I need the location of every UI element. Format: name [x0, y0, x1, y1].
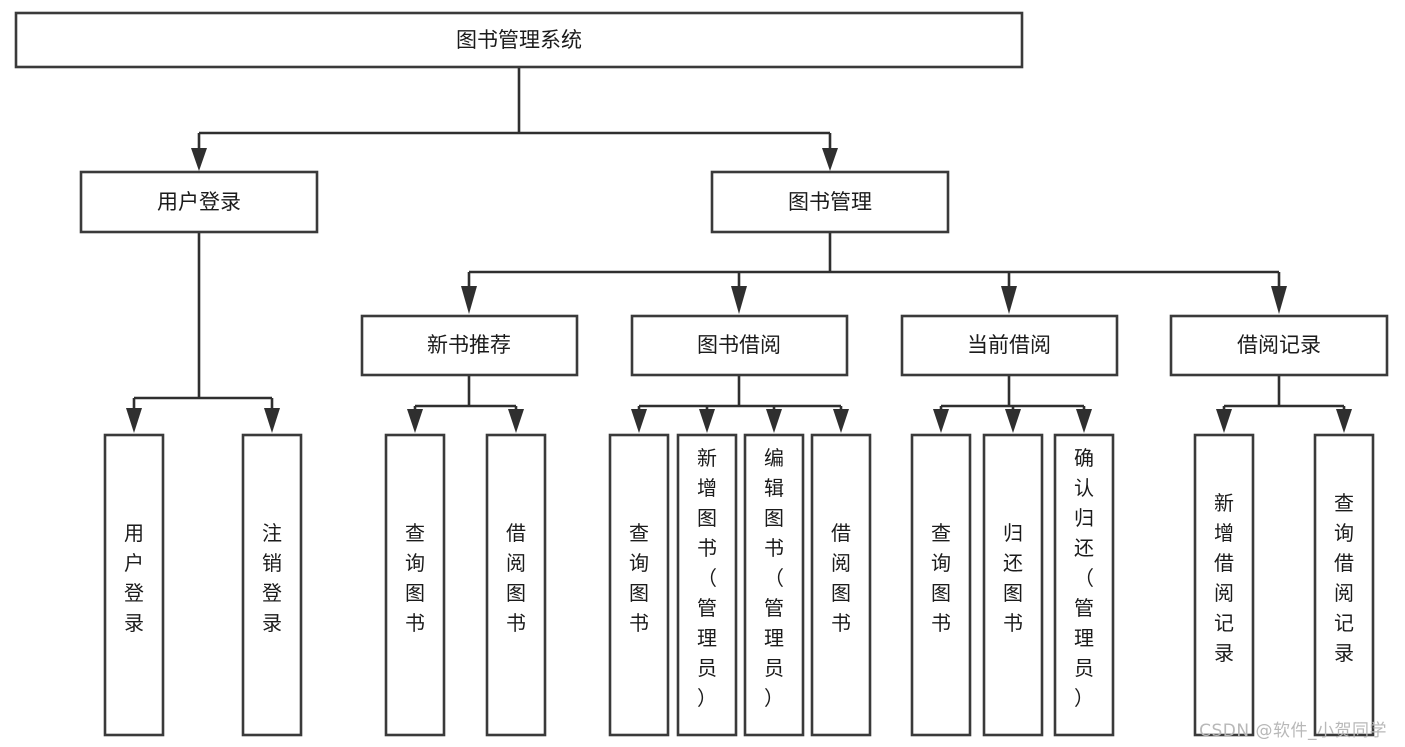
node-book-manage-label: 图书管理	[788, 190, 872, 214]
node-borrow-record-box[interactable]	[1169, 314, 1389, 377]
arrow-head-borrow-record	[1271, 286, 1287, 314]
arrow-head-leaf-query-book-2	[631, 409, 647, 433]
node-current-borrow-label: 当前借阅	[967, 333, 1051, 357]
leaf-query-record-box[interactable]	[1313, 433, 1375, 737]
node-root[interactable]: 图书管理系统	[14, 11, 1024, 69]
node-root-box[interactable]	[14, 11, 1024, 69]
arrow-head-book-manage	[822, 148, 838, 171]
leaf-user-login[interactable]: 用户登录	[103, 433, 165, 737]
leaf-borrow-book-1-box[interactable]	[485, 433, 547, 737]
leaf-add-record-box[interactable]	[1193, 433, 1255, 737]
leaf-add-book[interactable]: 新增图书（管理员）	[676, 433, 738, 737]
leaf-add-record-label: 新增借阅记录	[1214, 491, 1234, 665]
node-book-manage-box[interactable]	[710, 170, 950, 234]
node-new-book-rec[interactable]: 新书推荐	[360, 314, 579, 377]
node-borrow-record-label: 借阅记录	[1237, 333, 1321, 357]
arrow-head-current-borrow	[1001, 286, 1017, 314]
arrow-head-user-login	[191, 148, 207, 171]
leaf-return-book[interactable]: 归还图书	[982, 433, 1044, 737]
node-borrow-record[interactable]: 借阅记录	[1169, 314, 1389, 377]
leaf-return-book-label: 归还图书	[1003, 521, 1023, 635]
leaf-confirm-return[interactable]: 确认归还（管理员）	[1053, 433, 1115, 737]
node-book-manage[interactable]: 图书管理	[710, 170, 950, 234]
leaf-borrow-book-1[interactable]: 借阅图书	[485, 433, 547, 737]
connector-layer	[126, 67, 1352, 433]
leaf-return-book-box[interactable]	[982, 433, 1044, 737]
leaf-query-book-2[interactable]: 查询图书	[608, 433, 670, 737]
arrow-head-new-book-rec	[461, 286, 477, 314]
leaf-query-book-3-label: 查询图书	[931, 521, 951, 635]
leaf-borrow-book-2[interactable]: 借阅图书	[810, 433, 872, 737]
leaf-logout-label: 注销登录	[262, 521, 282, 635]
arrow-head-leaf-logout	[264, 408, 280, 433]
leaf-user-login-label: 用户登录	[124, 521, 144, 635]
arrow-head-leaf-query-book-1	[407, 409, 423, 433]
leaf-query-book-1-box[interactable]	[384, 433, 446, 737]
node-user-login[interactable]: 用户登录	[79, 170, 319, 234]
node-user-login-label: 用户登录	[157, 190, 241, 214]
node-user-login-box[interactable]	[79, 170, 319, 234]
leaf-edit-book-label: 编辑图书（管理员）	[764, 446, 784, 710]
node-root-label: 图书管理系统	[456, 28, 582, 52]
node-book-borrow-label: 图书借阅	[697, 333, 781, 357]
leaf-add-record[interactable]: 新增借阅记录	[1193, 433, 1255, 737]
arrow-head-leaf-borrow-book-1	[508, 409, 524, 433]
arrow-head-leaf-user-login	[126, 408, 142, 433]
leaf-borrow-book-1-label: 借阅图书	[506, 521, 526, 635]
leaf-query-book-3[interactable]: 查询图书	[910, 433, 972, 737]
arrow-head-book-borrow	[731, 286, 747, 314]
leaf-query-book-1[interactable]: 查询图书	[384, 433, 446, 737]
leaf-query-book-3-box[interactable]	[910, 433, 972, 737]
leaf-edit-book-box[interactable]	[743, 433, 805, 737]
node-current-borrow[interactable]: 当前借阅	[900, 314, 1119, 377]
leaf-borrow-book-2-box[interactable]	[810, 433, 872, 737]
leaf-query-book-1-label: 查询图书	[405, 521, 425, 635]
leaf-logout[interactable]: 注销登录	[241, 433, 303, 737]
node-book-borrow-box[interactable]	[630, 314, 849, 377]
leaf-logout-box[interactable]	[241, 433, 303, 737]
arrow-head-leaf-return-book	[1005, 409, 1021, 433]
leaf-user-login-box[interactable]	[103, 433, 165, 737]
leaf-add-book-label: 新增图书（管理员）	[697, 446, 717, 710]
arrow-head-leaf-add-book	[699, 409, 715, 433]
leaf-layer: 用户登录 注销登录 查询图书 借阅图书 查询图书 新增图书（管理员） 编辑图书（…	[103, 433, 1375, 737]
leaf-query-record[interactable]: 查询借阅记录	[1313, 433, 1375, 737]
node-new-book-rec-label: 新书推荐	[427, 333, 511, 357]
node-book-borrow[interactable]: 图书借阅	[630, 314, 849, 377]
leaf-edit-book[interactable]: 编辑图书（管理员）	[743, 433, 805, 737]
arrow-head-leaf-borrow-book-2	[833, 409, 849, 433]
node-new-book-rec-box[interactable]	[360, 314, 579, 377]
arrow-head-leaf-query-record	[1336, 409, 1352, 433]
node-current-borrow-box[interactable]	[900, 314, 1119, 377]
leaf-borrow-book-2-label: 借阅图书	[831, 521, 851, 635]
leaf-query-record-label: 查询借阅记录	[1334, 491, 1354, 665]
leaf-query-book-2-box[interactable]	[608, 433, 670, 737]
arrow-head-leaf-query-book-3	[933, 409, 949, 433]
leaf-add-book-box[interactable]	[676, 433, 738, 737]
arrow-head-leaf-confirm-return	[1076, 409, 1092, 433]
arrow-head-leaf-edit-book	[766, 409, 782, 433]
leaf-confirm-return-label: 确认归还（管理员）	[1074, 446, 1094, 710]
leaf-confirm-return-box[interactable]	[1053, 433, 1115, 737]
arrow-head-leaf-add-record	[1216, 409, 1232, 433]
leaf-query-book-2-label: 查询图书	[629, 521, 649, 635]
